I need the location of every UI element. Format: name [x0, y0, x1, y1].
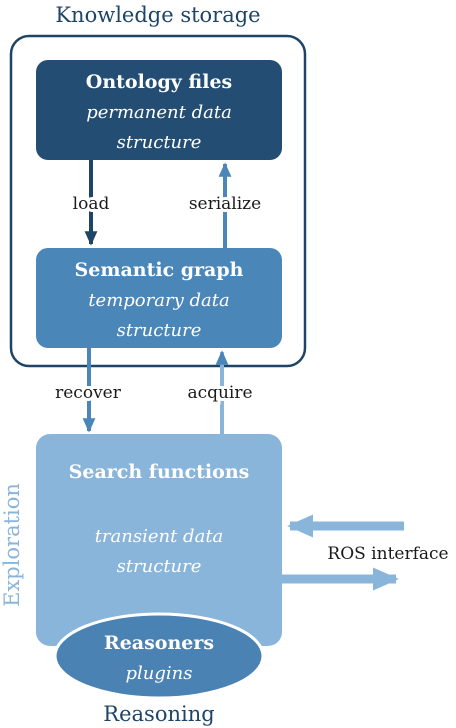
- search-functions-title: Search functions: [69, 461, 250, 483]
- exploration-side-label: Exploration: [0, 483, 24, 607]
- search-functions-subtitle-line1: transient data: [95, 526, 224, 547]
- search-functions-subtitle-line2: structure: [117, 556, 202, 577]
- semantic-graph-subtitle-line1: temporary data: [88, 290, 229, 311]
- semantic-graph-title: Semantic graph: [75, 259, 244, 281]
- semantic-graph-subtitle-line2: structure: [117, 320, 202, 341]
- acquire-label: acquire: [187, 383, 252, 403]
- reasoners-title: Reasoners: [104, 632, 214, 654]
- ontology-files-subtitle-line1: permanent data: [86, 102, 232, 123]
- knowledge-storage-frame: [9, 34, 307, 368]
- recover-label: recover: [55, 383, 122, 403]
- reasoners-ellipse: [53, 612, 265, 700]
- ros-interface-label: ROS interface: [327, 544, 448, 564]
- reasoners-subtitle: plugins: [126, 663, 193, 684]
- ontology-files-box: [36, 60, 282, 160]
- semantic-graph-box: [36, 248, 282, 348]
- reasoning-caption: Reasoning: [103, 702, 214, 726]
- ontology-files-subtitle-line2: structure: [117, 132, 202, 153]
- ontology-files-title: Ontology files: [86, 71, 232, 93]
- serialize-label: serialize: [189, 194, 261, 214]
- load-label: load: [73, 194, 110, 214]
- knowledge-storage-title: Knowledge storage: [55, 3, 260, 27]
- search-functions-box: [36, 434, 282, 646]
